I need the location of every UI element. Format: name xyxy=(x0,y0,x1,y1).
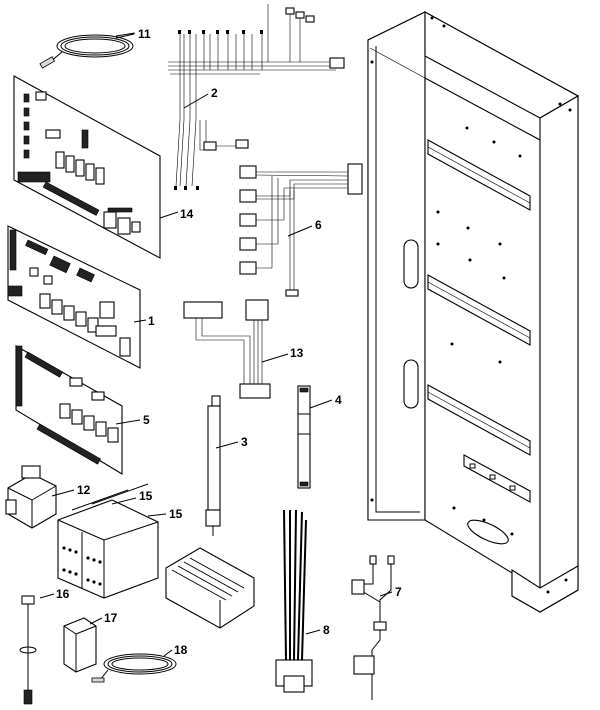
callout-8: 8 xyxy=(323,623,330,637)
callout-14: 14 xyxy=(180,207,194,221)
callout-1: 1 xyxy=(148,314,155,328)
terminal-blocks xyxy=(165,547,255,629)
connector-harness-13 xyxy=(183,299,271,399)
main-pcb-1 xyxy=(7,225,141,369)
callout-7: 7 xyxy=(395,585,402,599)
wiring-harness-7 xyxy=(351,555,395,700)
wire-bundle-8 xyxy=(275,509,313,693)
transformer-12 xyxy=(5,465,57,529)
callout-15-lower: 15 xyxy=(169,507,183,521)
callout-17: 17 xyxy=(104,611,118,625)
callout-5: 5 xyxy=(143,413,150,427)
callout-4: 4 xyxy=(335,393,342,407)
control-board-14 xyxy=(13,75,161,259)
sensor-16 xyxy=(19,595,37,705)
module-17 xyxy=(63,617,97,673)
sensor-cable-coil-11 xyxy=(39,32,136,69)
sensor-cable-coil-18 xyxy=(91,653,177,683)
contactor-block-15 xyxy=(57,483,159,599)
callout-12: 12 xyxy=(77,483,91,497)
wiring-harness-2 xyxy=(168,4,345,190)
fuse-holder-3 xyxy=(205,395,221,536)
callout-15-upper: 15 xyxy=(139,489,153,503)
callout-11: 11 xyxy=(138,27,151,41)
callout-18: 18 xyxy=(174,643,188,657)
callout-3: 3 xyxy=(241,435,248,449)
callout-labels: 11 2 14 1 6 5 13 3 4 12 15 15 16 17 18 8… xyxy=(56,27,402,657)
callout-13: 13 xyxy=(290,346,304,360)
callout-2: 2 xyxy=(211,86,218,100)
leader-lines xyxy=(39,33,393,657)
expansion-pcb-5 xyxy=(15,345,123,475)
fuse-4 xyxy=(297,385,311,489)
cabinet-enclosure xyxy=(367,11,580,613)
callout-6: 6 xyxy=(315,218,322,232)
callout-16: 16 xyxy=(56,587,70,601)
wiring-harness-6 xyxy=(239,163,363,297)
